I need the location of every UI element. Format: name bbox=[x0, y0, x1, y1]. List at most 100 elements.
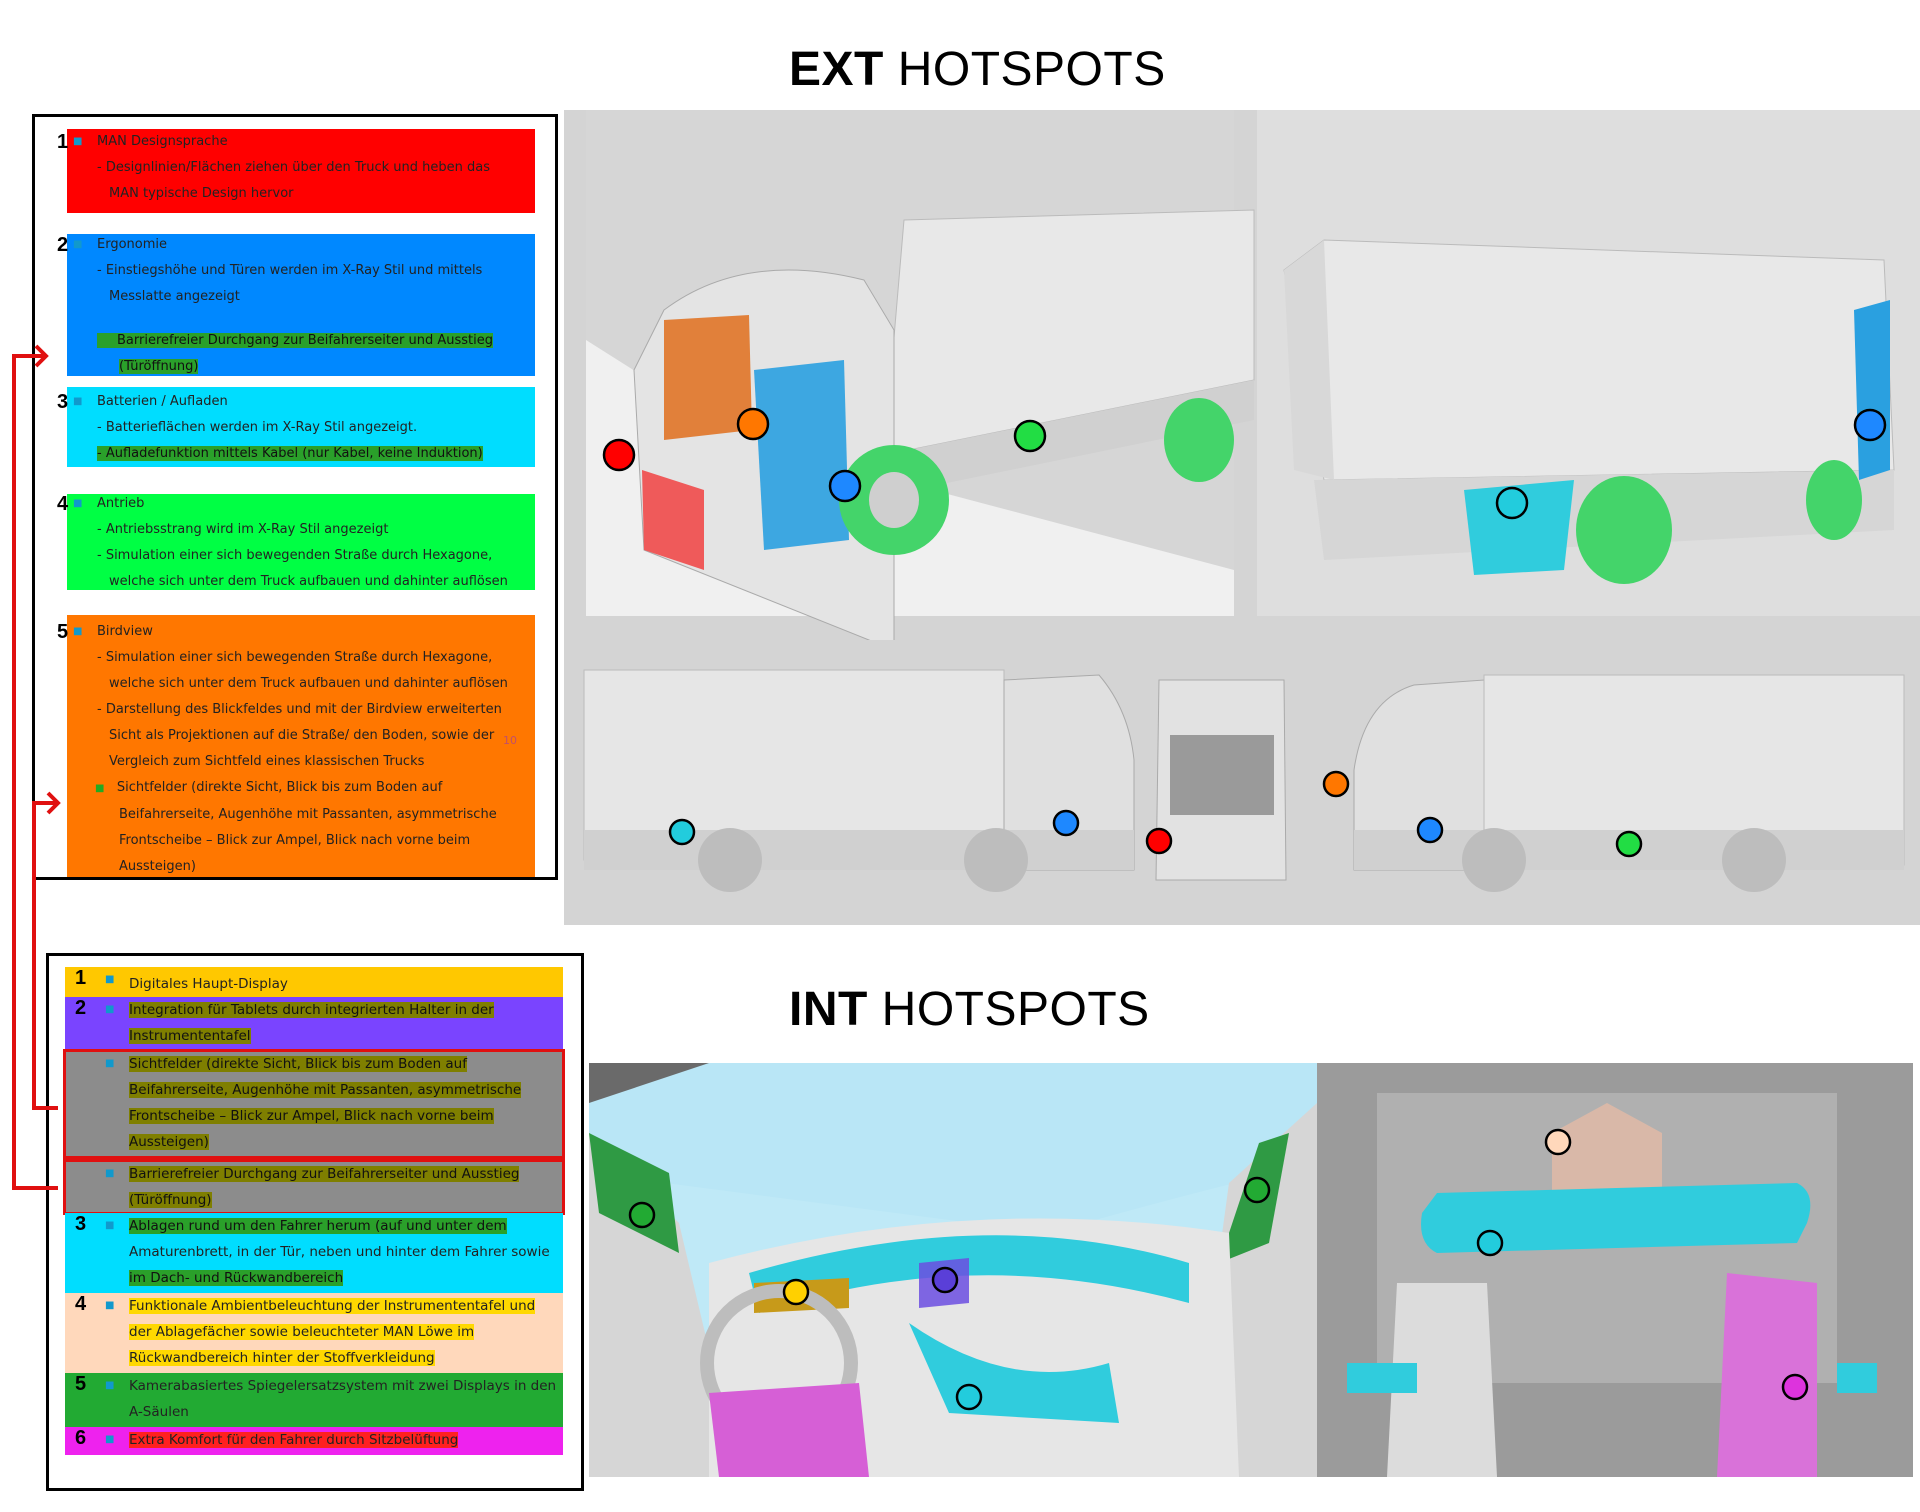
ext-line: Sicht als Projektionen auf die Straße/ d… bbox=[109, 728, 495, 743]
ext-highlight: (Türöffnung) bbox=[119, 359, 199, 374]
hotspot-blue[interactable] bbox=[1416, 816, 1444, 844]
int-render-cockpit bbox=[589, 1063, 1317, 1477]
ext-heading-3: Batterien / Aufladen bbox=[97, 394, 228, 409]
int-item-1: 1■ Digitales Haupt-Display bbox=[65, 967, 563, 997]
hotspot-green[interactable] bbox=[1013, 419, 1047, 453]
hotspot-cyan[interactable] bbox=[1476, 1229, 1504, 1257]
int-item-6: 6■ Extra Komfort für den Fahrer durch Si… bbox=[65, 1427, 563, 1455]
hotspot-orange[interactable] bbox=[736, 407, 770, 441]
ext-line: - Batterieflächen werden im X-Ray Stil a… bbox=[97, 420, 418, 435]
ext-num-1: 1 bbox=[57, 131, 69, 153]
ext-title: EXT HOTSPOTS bbox=[789, 43, 1166, 96]
cockpit-illustration bbox=[589, 1063, 1317, 1477]
ext-item-2-text: 2 ■ Ergonomie - Einstiegshöhe und Türen … bbox=[57, 232, 533, 380]
ext-line: - Designlinien/Flächen ziehen über den T… bbox=[97, 160, 490, 175]
ext-num-3: 3 bbox=[57, 391, 69, 413]
ext-item-3-text: 3 ■ Batterien / Aufladen - Batteriefläch… bbox=[57, 389, 533, 467]
bullet-icon: ■ bbox=[105, 1058, 115, 1069]
ext-item-2 bbox=[67, 234, 535, 376]
ext-item-4-text: 4 ■ Antrieb - Antriebsstrang wird im X-R… bbox=[57, 491, 533, 595]
int-item-5: 5■ Kamerabasiertes Spiegelersatzsystem m… bbox=[65, 1373, 563, 1427]
hotspot-yellow[interactable] bbox=[782, 1278, 810, 1306]
ext-item-4 bbox=[67, 494, 535, 590]
ext-item-5 bbox=[67, 615, 535, 877]
hotspot-green[interactable] bbox=[1243, 1176, 1271, 1204]
int-item-barrierefrei: ■ Barrierefreier Durchgang zur Beifahrer… bbox=[63, 1159, 565, 1215]
ext-line: Messlatte angezeigt bbox=[109, 289, 240, 304]
ext-highlight: Beifahrerseite, Augenhöhe mit Passanten,… bbox=[119, 807, 497, 822]
truck-side-view-left bbox=[583, 669, 1135, 892]
bullet-icon: ■ bbox=[73, 498, 83, 509]
bullet-icon: ■ bbox=[105, 1380, 115, 1391]
bullet-icon: ■ bbox=[73, 396, 83, 407]
hotspot-blue[interactable] bbox=[1052, 809, 1080, 837]
ext-legend-panel: 1 ■ MAN Designsprache - Designlinien/Flä… bbox=[32, 114, 558, 880]
ext-highlight: - Aufladefunktion mittels Kabel (nur Kab… bbox=[97, 446, 483, 461]
int-item-4: 4■ Funktionale Ambientbeleuchtung der In… bbox=[65, 1293, 563, 1373]
bullet-icon: ■ bbox=[95, 783, 105, 794]
ext-item-1 bbox=[67, 129, 535, 213]
bullet-icon: ■ bbox=[105, 1220, 115, 1231]
int-title: INT HOTSPOTS bbox=[789, 983, 1150, 1036]
bullet-icon: ■ bbox=[73, 136, 83, 147]
int-list: 1■ Digitales Haupt-Display 2■ Integratio… bbox=[63, 967, 565, 1455]
ext-num-5: 5 bbox=[57, 621, 69, 643]
ext-highlight: Aussteigen) bbox=[119, 859, 196, 874]
ext-heading-4: Antrieb bbox=[97, 496, 145, 511]
ext-line: - Antriebsstrang wird im X-Ray Stil ange… bbox=[97, 522, 389, 537]
ext-heading-5: Birdview bbox=[97, 624, 153, 639]
hotspot-green[interactable] bbox=[628, 1201, 656, 1229]
hotspot-cyan[interactable] bbox=[955, 1383, 983, 1411]
hotspot-magenta[interactable] bbox=[1781, 1373, 1809, 1401]
ext-line: welche sich unter dem Truck aufbauen und… bbox=[109, 574, 508, 589]
ext-item-1-text: 1 ■ MAN Designsprache - Designlinien/Flä… bbox=[57, 129, 533, 207]
int-item-2: 2■ Integration für Tablets durch integri… bbox=[65, 997, 563, 1051]
hotspot-green[interactable] bbox=[1615, 830, 1643, 858]
ext-line: - Simulation einer sich bewegenden Straß… bbox=[97, 548, 493, 563]
bullet-icon: ■ bbox=[73, 626, 83, 637]
hotspot-red[interactable] bbox=[1145, 827, 1173, 855]
ext-heading-1: MAN Designsprache bbox=[97, 134, 228, 149]
ext-line: - Darstellung des Blickfeldes und mit de… bbox=[97, 702, 502, 717]
ext-num-2: 2 bbox=[57, 234, 69, 256]
truck-front-view bbox=[1155, 679, 1287, 881]
hotspot-purple[interactable] bbox=[931, 1266, 959, 1294]
ext-line: - Simulation einer sich bewegenden Straß… bbox=[97, 650, 493, 665]
bullet-icon: ■ bbox=[73, 239, 83, 250]
rear-wall-illustration bbox=[1317, 1063, 1913, 1477]
ext-line: welche sich unter dem Truck aufbauen und… bbox=[109, 676, 508, 691]
ext-heading-2: Ergonomie bbox=[97, 237, 168, 252]
hotspot-blue[interactable] bbox=[828, 469, 862, 503]
hotspot-red[interactable] bbox=[602, 438, 636, 472]
ext-item-5-text: 5 ■ Birdview - Simulation einer sich bew… bbox=[57, 619, 533, 880]
hotspot-peach[interactable] bbox=[1544, 1128, 1572, 1156]
bullet-icon: ■ bbox=[105, 1168, 115, 1179]
ext-highlight: Sichtfelder (direkte Sicht, Blick bis zu… bbox=[116, 780, 443, 795]
hotspot-cyan[interactable] bbox=[1495, 486, 1529, 520]
arrow-door-link bbox=[12, 354, 58, 1190]
truck-side-view-right bbox=[1353, 674, 1905, 892]
bullet-icon: ■ bbox=[105, 974, 115, 985]
ext-line: - Einstiegshöhe und Türen werden im X-Ra… bbox=[97, 263, 483, 278]
int-item-sichtfelder: ■ Sichtfelder (direkte Sicht, Blick bis … bbox=[63, 1049, 565, 1159]
int-item-3: 3■ Ablagen rund um den Fahrer herum (auf… bbox=[65, 1213, 563, 1293]
ext-trucks-illustration bbox=[564, 110, 1920, 925]
truck-front-three-quarter bbox=[633, 209, 1255, 651]
page-number: 10 bbox=[503, 734, 517, 747]
bullet-icon: ■ bbox=[105, 1434, 115, 1445]
bullet-icon: ■ bbox=[105, 1300, 115, 1311]
hotspot-cyan[interactable] bbox=[668, 818, 696, 846]
ext-render-panel bbox=[564, 110, 1920, 925]
ext-highlight: Barrierefreier Durchgang zur Beifahrerse… bbox=[97, 333, 493, 348]
int-render-rear bbox=[1317, 1063, 1913, 1477]
ext-line: MAN typische Design hervor bbox=[109, 186, 294, 201]
truck-rear-three-quarter bbox=[1283, 239, 1895, 584]
ext-num-4: 4 bbox=[57, 493, 69, 515]
ext-line: Vergleich zum Sichtfeld eines klassische… bbox=[109, 754, 425, 769]
int-legend-panel: 1■ Digitales Haupt-Display 2■ Integratio… bbox=[46, 953, 584, 1491]
hotspot-orange[interactable] bbox=[1322, 770, 1350, 798]
bullet-icon: ■ bbox=[105, 1004, 115, 1015]
hotspot-blue[interactable] bbox=[1853, 408, 1887, 442]
ext-highlight: Frontscheibe – Blick zur Ampel, Blick na… bbox=[119, 833, 471, 848]
